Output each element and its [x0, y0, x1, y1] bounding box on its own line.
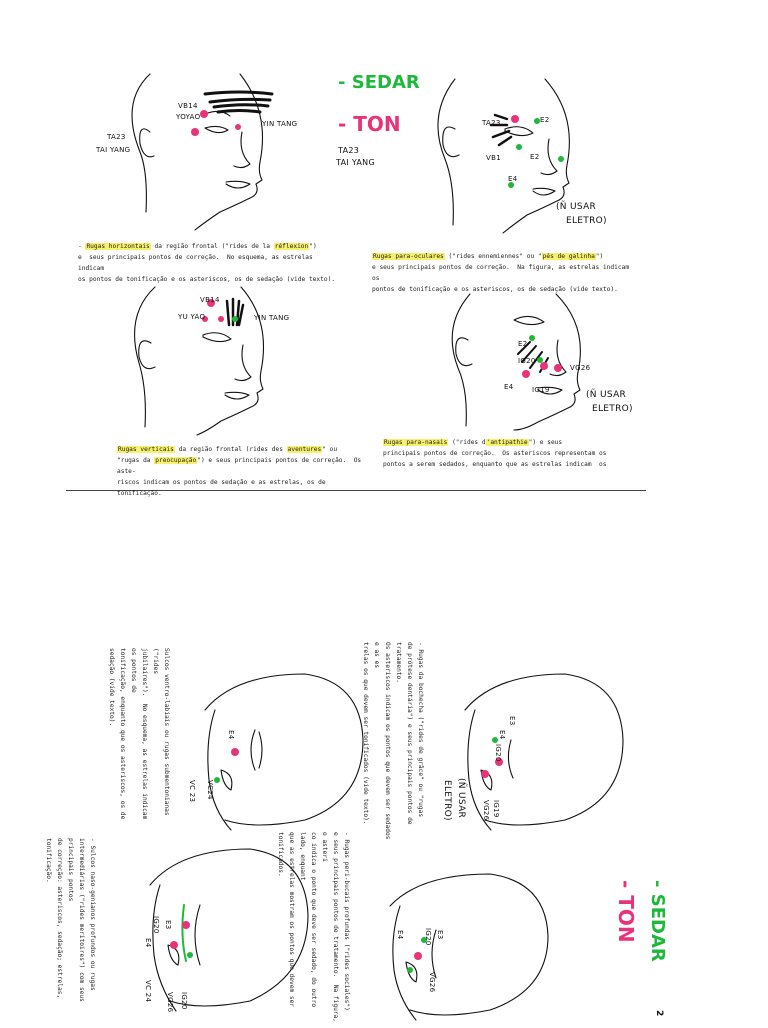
label-e3: E3 — [164, 920, 172, 930]
label-ig19: IG19 — [492, 800, 500, 818]
label-yuyao: YOYAO — [176, 113, 201, 121]
label-ig20b: IG20 — [180, 992, 188, 1010]
label-e3: E3 — [436, 930, 444, 940]
legend-sedar-bottom: - SEDAR — [647, 880, 668, 962]
label-yintang: YIN TANG — [262, 120, 298, 128]
label-ig19: IG19 — [532, 386, 550, 394]
label-e2: E2 — [518, 340, 528, 348]
label-vb14: VB14 — [200, 296, 220, 304]
note-no-electro: (Ñ USAR — [586, 390, 627, 400]
label-vc23: VC 23 — [188, 780, 196, 803]
label-vg26: VG26 — [570, 364, 591, 372]
note-electro: ELETRO) — [566, 216, 607, 226]
label-e4: E4 — [508, 175, 518, 183]
caption-cheek-wrinkles: - Rugas da bochecha ("rides de grâce" ou… — [362, 642, 424, 840]
label-ig20: IG20 — [424, 928, 432, 946]
label-vb1: VB1 — [486, 154, 501, 162]
legend-ton: - TON — [338, 112, 401, 136]
label-e2b: E2 — [530, 153, 540, 161]
page-number: 2 — [654, 1010, 664, 1017]
section-divider — [66, 490, 646, 491]
label-e4: E4 — [504, 383, 514, 391]
head-illustration-para-nasal-wrinkles — [451, 293, 581, 431]
label-taiyang: TAI YANG — [96, 146, 131, 154]
head-illustration-para-ocular-wrinkles — [437, 78, 570, 234]
head-illustration-perioral-wrinkles — [389, 873, 549, 1021]
note-no-electro: (Ñ USAR — [456, 778, 466, 819]
note-no-electro: (Ñ USAR — [556, 202, 597, 212]
caption-perioral-wrinkles: - Rugas peri-bucais profundas ("rides so… — [277, 832, 350, 1022]
label-taiyang: TAI YANG — [336, 158, 375, 167]
label-e3: E3 — [508, 716, 516, 726]
legend-ton-bottom: - TON — [614, 880, 638, 943]
label-vg26: VG26 — [166, 992, 174, 1013]
caption-nasolabial-grooves: - Sulcos naso-genianos profundos ou ruga… — [45, 838, 96, 1002]
label-vc24: VC 24 — [144, 980, 152, 1003]
legend-sedar: - SEDAR — [338, 72, 420, 93]
note-electro: ELETRO) — [442, 780, 452, 821]
caption-submental-wrinkles: Sulcos ventro-labiais ou rugas submenton… — [108, 648, 170, 820]
label-ta23: TA23 — [482, 119, 501, 127]
head-illustration-nasolabial-grooves — [149, 848, 309, 1012]
head-illustration-horizontal-wrinkles — [131, 73, 274, 231]
label-e4: E4 — [227, 730, 235, 740]
label-ig20: IG20 — [494, 744, 502, 762]
label-vg26: VG26 — [482, 800, 490, 821]
label-vc24: VC24 — [206, 780, 214, 800]
label-ta23: TA23 — [107, 133, 126, 141]
label-e4: E4 — [396, 930, 404, 940]
note-electro: ELETRO) — [592, 404, 633, 414]
label-ta23b: TA23 — [338, 146, 360, 155]
label-yuyao: YU YAO — [178, 313, 206, 321]
label-ig20: IG20 — [152, 916, 160, 934]
caption-vertical-wrinkles: Rugas verticais da região frontal (rides… — [117, 446, 362, 497]
label-e4: E4 — [498, 730, 506, 740]
label-yintang: YIN TANG — [254, 314, 290, 322]
caption-horizontal-wrinkles: - Rugas horizontais da região frontal ("… — [78, 243, 336, 283]
label-vg26: VG26 — [428, 972, 436, 993]
label-e2: E2 — [540, 116, 550, 124]
label-ig20: IG20 — [518, 357, 536, 365]
head-illustration-vertical-wrinkles — [134, 286, 264, 436]
head-illustration-submental-wrinkles — [204, 673, 364, 831]
label-e4: E4 — [144, 938, 152, 948]
caption-para-nasal-wrinkles: Rugas para-nasais ("rides d'antipathie")… — [383, 439, 607, 468]
label-vb14: VB14 — [178, 102, 198, 110]
head-illustration-cheek-wrinkles — [464, 673, 624, 831]
caption-para-ocular-wrinkles: Rugas para-oculares ("rides ennemiennes"… — [372, 253, 630, 293]
